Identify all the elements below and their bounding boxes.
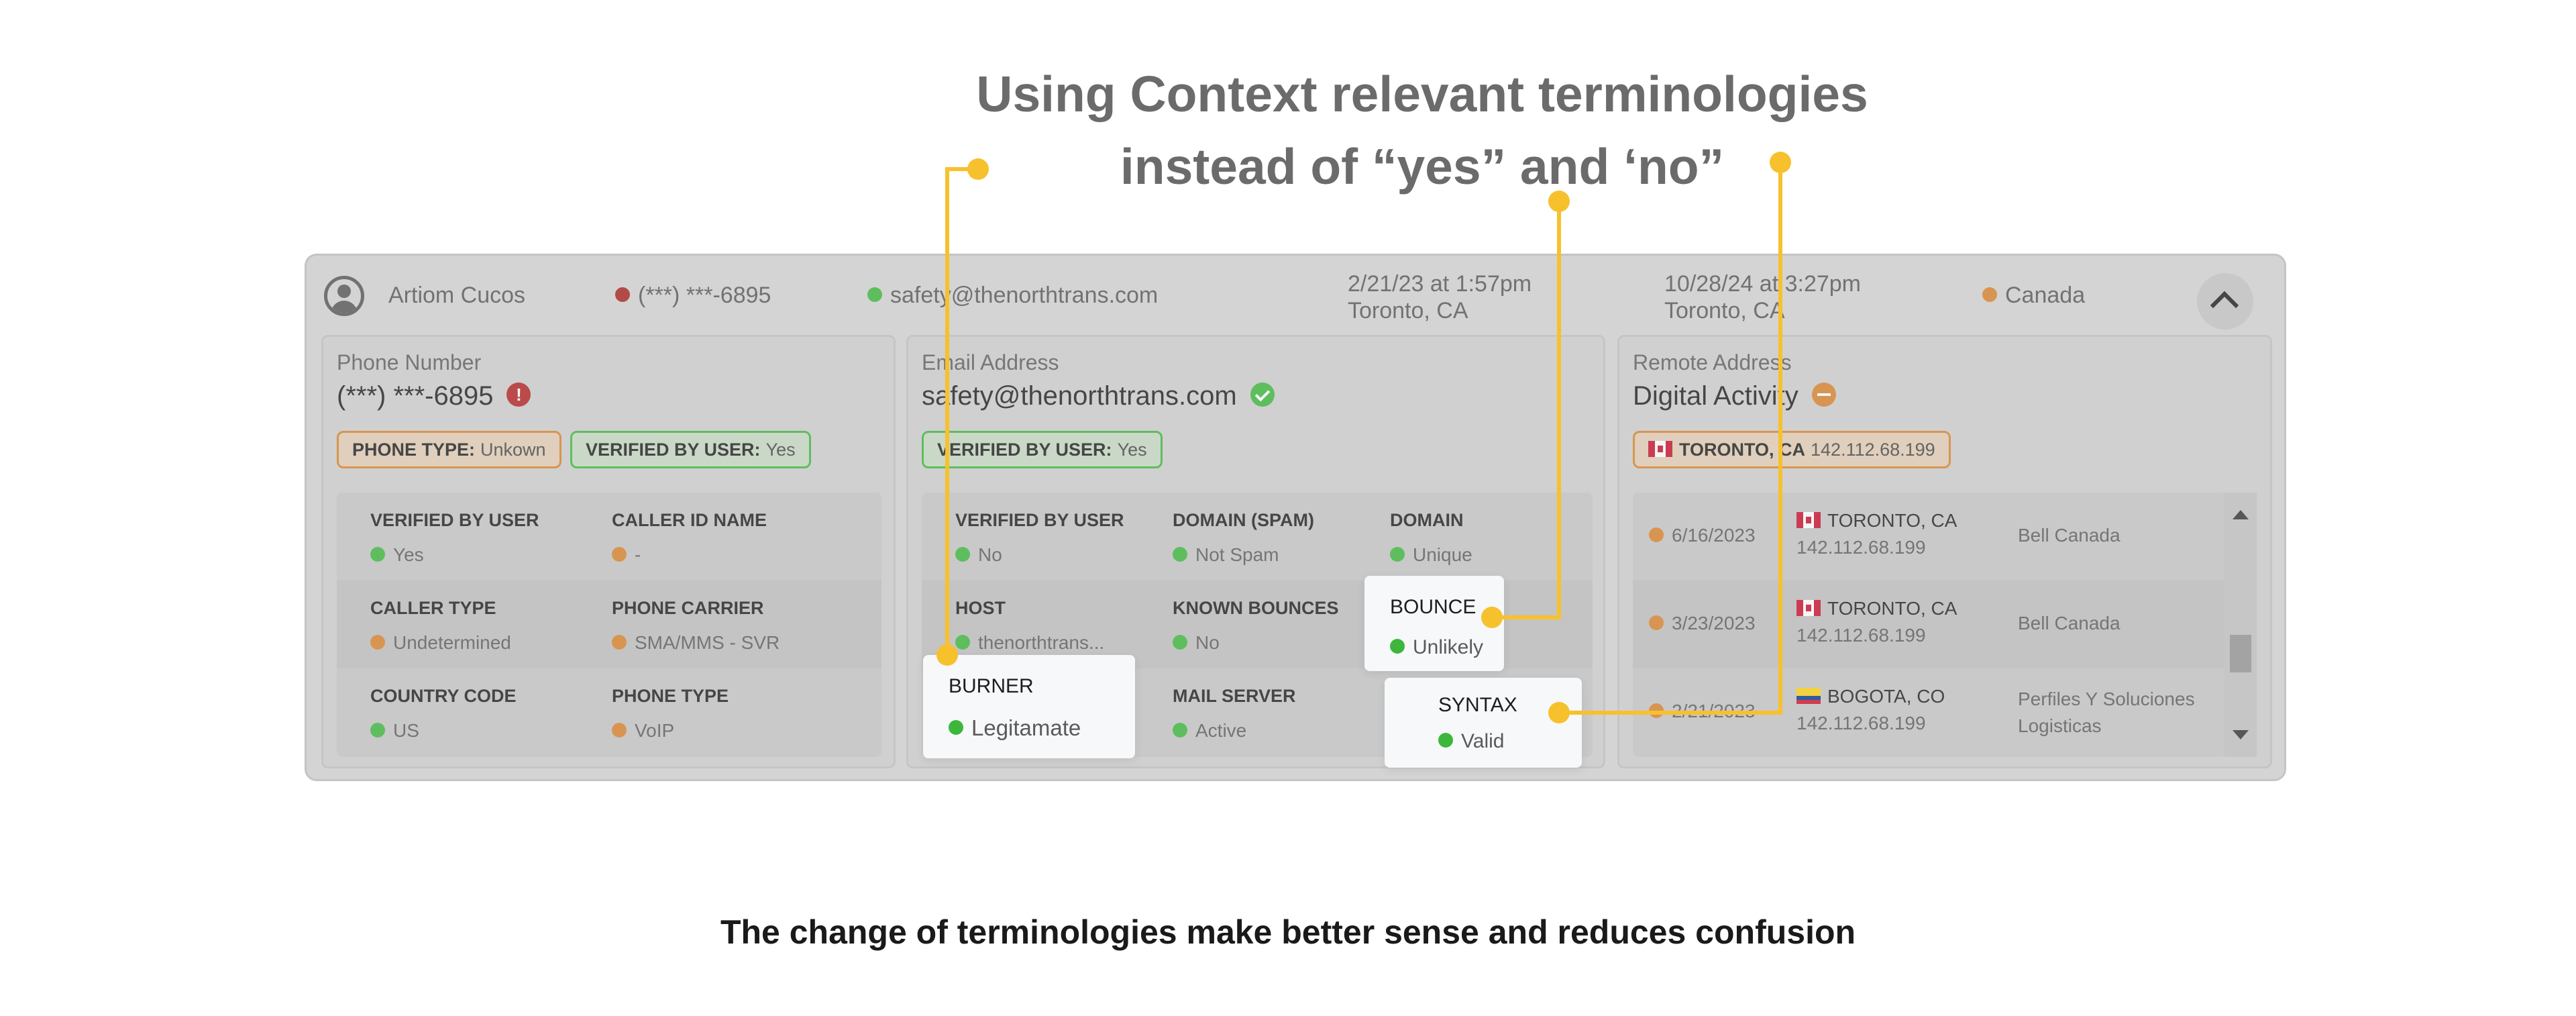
card-label: Remote Address	[1633, 350, 1792, 374]
caption: The change of terminologies make better …	[720, 913, 1856, 951]
heading-line-1: Using Context relevant terminologies	[976, 66, 1868, 122]
status-dot-icon	[1982, 287, 1997, 303]
header-email: safety@thenorthtrans.com	[867, 283, 1158, 309]
verified-tag: VERIFIED BY USER:Yes	[570, 431, 811, 468]
activity-isp: Bell Canada	[2018, 525, 2121, 546]
activity-date: 3/23/2023	[1649, 613, 1756, 634]
syntax-popover: SYNTAX Valid	[1385, 678, 1582, 768]
customer-name: Artiom Cucos	[388, 283, 526, 308]
phone-type-tag: PHONE TYPE:Unkown	[337, 431, 561, 468]
status-dot-icon	[615, 287, 630, 303]
canada-flag-icon	[1648, 440, 1672, 457]
status-dot-icon	[867, 287, 882, 303]
phone-value: (***) ***-6895!	[337, 381, 531, 411]
scroll-down-icon[interactable]	[2233, 730, 2249, 740]
card-label: Phone Number	[337, 350, 482, 374]
detail-cell: DOMAIN (SPAM)Not Spam	[1173, 510, 1314, 565]
user-avatar-icon	[324, 276, 364, 316]
phone-card: Phone Number (***) ***-6895! PHONE TYPE:…	[321, 335, 896, 768]
activity-date: 2/21/2023	[1649, 701, 1756, 722]
activity-isp: Bell Canada	[2018, 613, 2121, 633]
canada-flag-icon	[1796, 511, 1821, 528]
header-phone: (***) ***-6895	[615, 283, 771, 309]
burner-popover: BURNER Legitamate	[923, 655, 1135, 758]
activity-date: 6/16/2023	[1649, 525, 1756, 546]
email-value: safety@thenorthtrans.com	[922, 381, 1275, 411]
scroll-up-icon[interactable]	[2233, 510, 2249, 519]
remote-address-card: Remote Address Digital Activity TORONTO,…	[1617, 335, 2272, 768]
activity-isp: Perfiles Y Soluciones Logisticas	[2018, 689, 2195, 736]
remote-value: Digital Activity	[1633, 381, 1836, 411]
check-icon	[1250, 383, 1275, 407]
verified-tag: VERIFIED BY USER:Yes	[922, 431, 1163, 468]
detail-cell: CALLER ID NAME-	[612, 510, 767, 565]
colombia-flag-icon	[1796, 687, 1821, 704]
error-icon: !	[506, 383, 531, 407]
heading-line-2: instead of “yes” and ‘no”	[1120, 138, 1725, 195]
card-label: Email Address	[922, 350, 1059, 374]
scroll-thumb[interactable]	[2230, 635, 2251, 672]
activity-scrollbar[interactable]	[2224, 493, 2257, 757]
customer-panel: Artiom Cucos (***) ***-6895 safety@theno…	[305, 254, 2286, 781]
canada-flag-icon	[1796, 599, 1821, 616]
chevron-up-icon[interactable]	[2197, 273, 2253, 329]
blocked-icon	[1811, 383, 1836, 407]
header-country: Canada	[1982, 283, 2085, 309]
bounce-popover: BOUNCE Unlikely	[1364, 576, 1504, 671]
